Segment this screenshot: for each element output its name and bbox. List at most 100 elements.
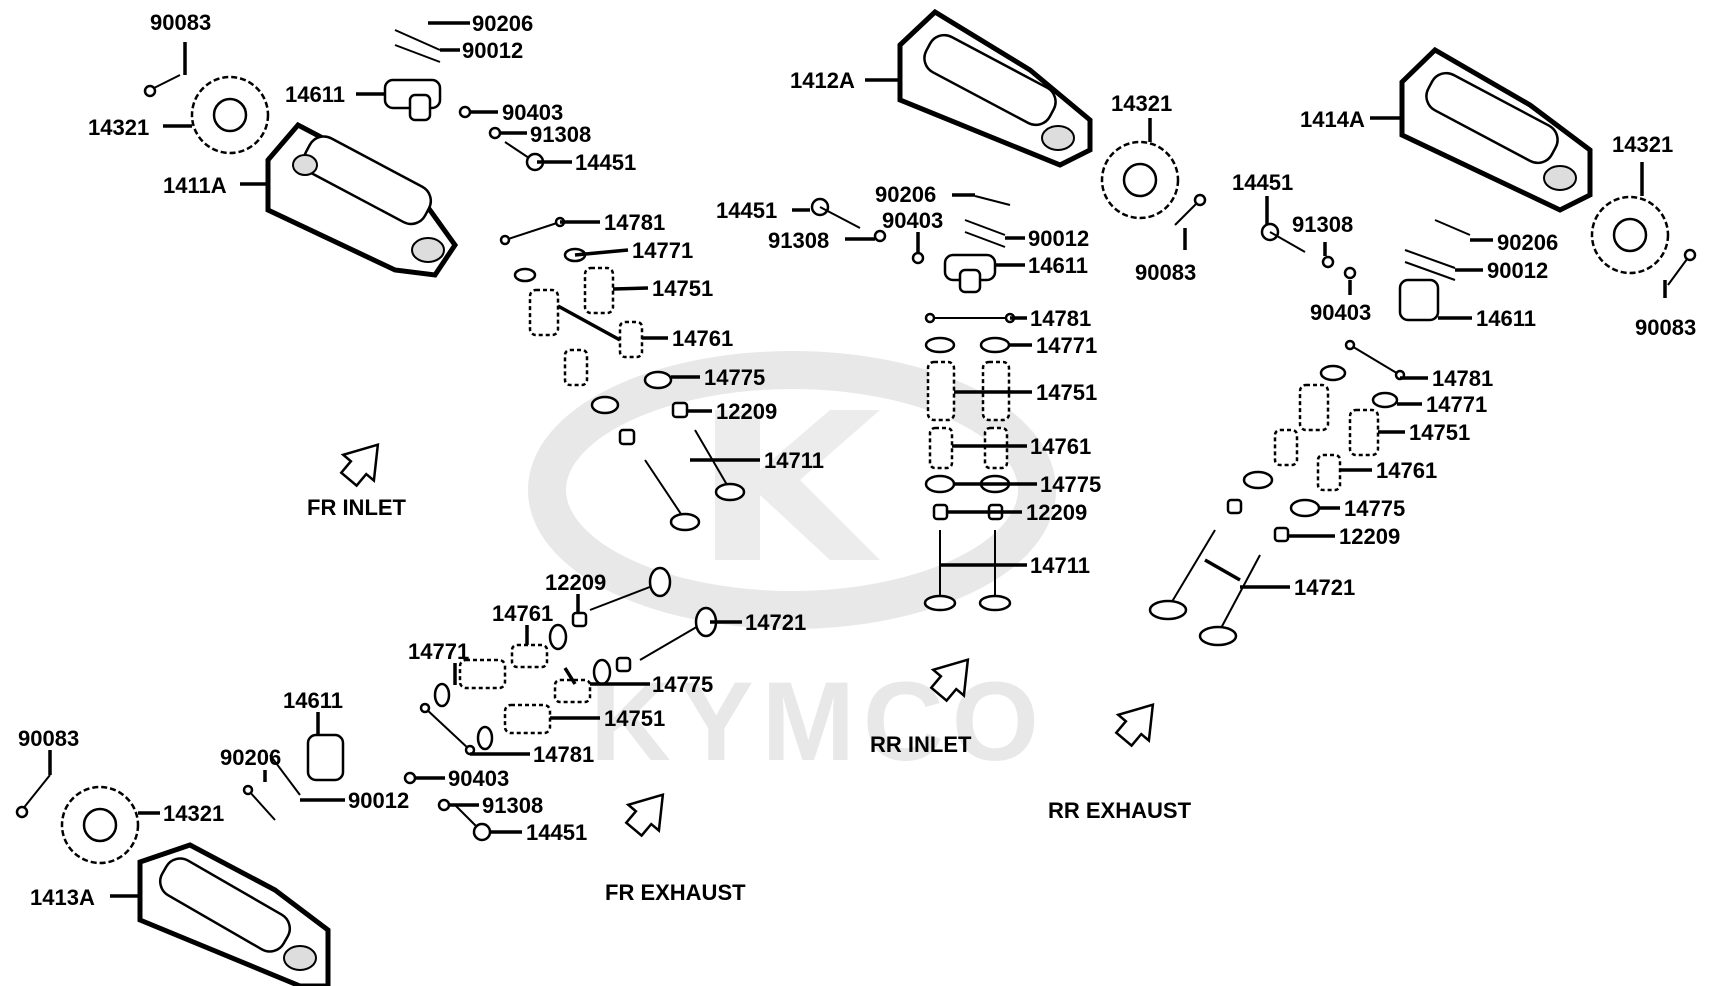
label-14771: 14771 xyxy=(408,639,469,664)
label-14321: 14321 xyxy=(1612,132,1673,157)
label-1412a: 1412A xyxy=(790,68,855,93)
label-14611: 14611 xyxy=(285,82,345,107)
section-rr-exhaust: RR EXHAUST xyxy=(1048,798,1192,823)
label-12209: 12209 xyxy=(1339,524,1400,549)
label-90206: 90206 xyxy=(1497,230,1558,255)
label-14781: 14781 xyxy=(1432,366,1493,391)
washer-90403 xyxy=(458,105,472,119)
rr-exhaust-arrow xyxy=(1114,702,1155,748)
label-12209: 12209 xyxy=(716,399,777,424)
label-14751: 14751 xyxy=(604,706,665,731)
label-91308: 91308 xyxy=(530,122,591,147)
label-14321: 14321 xyxy=(1111,91,1172,116)
label-90012: 90012 xyxy=(1487,258,1548,283)
label-14781: 14781 xyxy=(533,742,594,767)
label-90403: 90403 xyxy=(882,208,943,233)
label-14775: 14775 xyxy=(1344,496,1405,521)
camshaft-1413a-cage xyxy=(137,842,331,986)
washer-90403 xyxy=(1343,266,1357,280)
valve-14721 xyxy=(1148,529,1261,647)
label-90012: 90012 xyxy=(348,788,409,813)
label-14611: 14611 xyxy=(283,688,343,713)
pin-14451 xyxy=(810,197,861,229)
label-14771: 14771 xyxy=(632,238,693,263)
bolt-90083 xyxy=(143,74,181,98)
label-90403: 90403 xyxy=(1310,300,1371,325)
camshaft-1411a-cage xyxy=(265,121,459,278)
label-90403: 90403 xyxy=(502,100,563,125)
rocker-shaft-90012 xyxy=(269,754,301,796)
rocker-arm-14611 xyxy=(1398,278,1440,322)
rocker-arm-14611 xyxy=(383,78,442,122)
seal-12209 xyxy=(571,611,632,673)
label-14781: 14781 xyxy=(604,210,665,235)
rr-inlet-group: 1412A 14321 14451 90206 90403 91308 9001… xyxy=(716,8,1207,757)
washer-90403 xyxy=(403,771,417,785)
camshaft-1411a xyxy=(292,135,445,263)
cotter-14781 xyxy=(1344,339,1406,381)
sprocket-14321 xyxy=(1100,140,1180,220)
label-14711: 14711 xyxy=(764,448,824,473)
label-14761: 14761 xyxy=(672,326,733,351)
pin-14451 xyxy=(1260,222,1306,253)
label-14771: 14771 xyxy=(1426,392,1487,417)
label-14711: 14711 xyxy=(1030,553,1090,578)
label-14751: 14751 xyxy=(652,276,713,301)
label-14761: 14761 xyxy=(492,601,553,626)
fr-inlet-group: 90083 90206 90012 14611 90403 91308 1432… xyxy=(88,10,824,532)
label-90012: 90012 xyxy=(462,38,523,63)
cotter-14781 xyxy=(419,702,476,756)
rocker-shaft-90012 xyxy=(1404,249,1456,281)
rocker-shaft-90012 xyxy=(394,29,441,63)
camshaft-1412a xyxy=(923,33,1075,151)
label-14611: 14611 xyxy=(1476,306,1536,331)
section-fr-inlet: FR INLET xyxy=(307,495,407,520)
rr-exhaust-group: 1414A 14321 14451 91308 90206 90012 9040… xyxy=(1048,46,1697,823)
label-1411a: 1411A xyxy=(163,173,227,198)
bolt-90083 xyxy=(1667,248,1697,286)
label-14721: 14721 xyxy=(745,610,806,635)
retainer-14771 xyxy=(1319,364,1399,409)
bolt-90206 xyxy=(974,195,1011,206)
label-14751: 14751 xyxy=(1409,420,1470,445)
fr-inlet-arrow xyxy=(339,442,380,488)
retainer-14771 xyxy=(924,336,1011,354)
rocker-shaft-90012 xyxy=(964,219,1006,248)
washer-90403 xyxy=(911,251,925,265)
retainer-14771 xyxy=(433,682,494,751)
camshaft-1414a-cage xyxy=(1399,46,1593,213)
label-14451: 14451 xyxy=(526,820,587,845)
bolt-90083 xyxy=(15,774,51,819)
label-90012: 90012 xyxy=(1028,226,1089,251)
label-14611: 14611 xyxy=(1028,253,1088,278)
label-90403: 90403 xyxy=(448,766,509,791)
label-90206: 90206 xyxy=(875,182,936,207)
kymco-watermark-logo: KYMCO xyxy=(528,351,1056,784)
camshaft-1413a xyxy=(158,857,317,971)
label-14751: 14751 xyxy=(1036,380,1097,405)
spring-outer-14751 xyxy=(528,266,615,337)
label-14775: 14775 xyxy=(704,365,765,390)
label-14451: 14451 xyxy=(575,150,636,175)
valve-14711 xyxy=(923,530,1012,612)
label-14451: 14451 xyxy=(1232,170,1293,195)
oring-91308 xyxy=(437,798,451,812)
label-14771: 14771 xyxy=(1036,333,1097,358)
seal-12209 xyxy=(1226,498,1290,543)
spring-inner-14761 xyxy=(1273,428,1342,492)
label-12209: 12209 xyxy=(545,570,606,595)
label-90206: 90206 xyxy=(472,11,533,36)
retainer-14771 xyxy=(513,247,587,283)
label-1413a: 1413A xyxy=(30,885,95,910)
label-14761: 14761 xyxy=(1030,434,1091,459)
label-14451: 14451 xyxy=(716,198,777,223)
bolt-90083 xyxy=(1174,193,1207,226)
oring-91308 xyxy=(873,229,887,243)
label-90083: 90083 xyxy=(150,10,211,35)
cotter-14781 xyxy=(499,216,566,246)
spring-outer-14751 xyxy=(1298,383,1380,457)
label-14761: 14761 xyxy=(1376,458,1437,483)
sprocket-14321 xyxy=(190,75,270,155)
cotter-14781 xyxy=(924,312,1016,324)
label-14775: 14775 xyxy=(1040,472,1101,497)
